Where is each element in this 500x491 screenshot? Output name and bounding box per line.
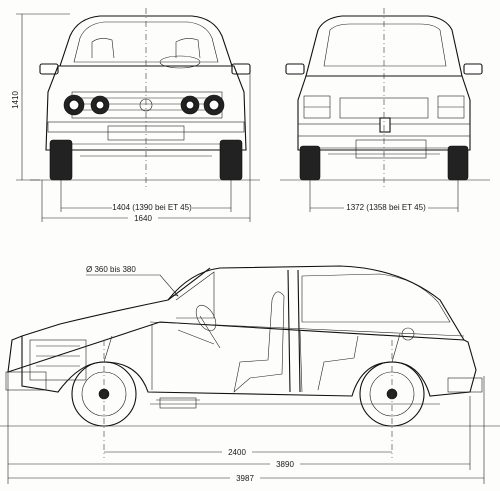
wheel-diameter-label: Ø 360 bis 380 (86, 265, 136, 274)
wheelbase-dimension: 2400 (104, 446, 392, 457)
length-label: 3890 (276, 460, 294, 469)
length-dimension: 3890 (7, 372, 471, 484)
wheel-diameter-callout: Ø 360 bis 380 (86, 265, 179, 297)
overall-length-label: 3987 (236, 474, 254, 483)
front-track-label: 1404 (1390 bei ET 45) (112, 203, 192, 212)
rear-view (280, 8, 490, 188)
overall-length-dimension: 3987 (8, 376, 485, 484)
front-view (30, 8, 260, 188)
wheelbase-label: 2400 (228, 448, 246, 457)
front-track-dimension: 1404 (1390 bei ET 45) (60, 160, 232, 212)
height-label: 1410 (11, 91, 20, 109)
side-view (0, 265, 500, 458)
rear-track-dimension: 1372 (1358 bei ET 45) (309, 164, 459, 212)
height-dimension: 1410 (11, 13, 70, 181)
overall-width-label: 1640 (134, 214, 152, 223)
rear-track-label: 1372 (1358 bei ET 45) (346, 203, 426, 212)
overall-width-dimension: 1640 (41, 72, 251, 223)
